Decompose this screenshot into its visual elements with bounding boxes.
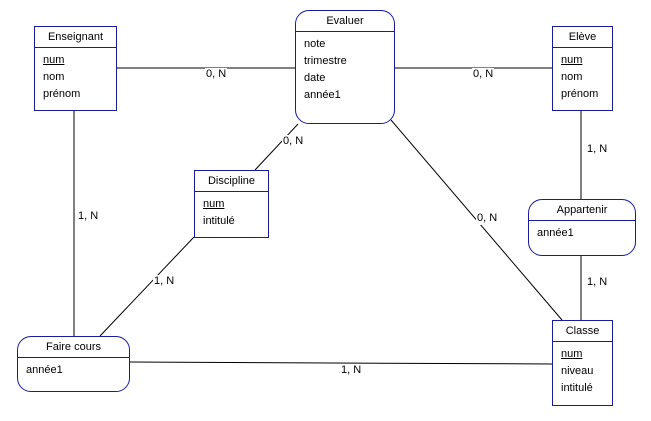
association-title: Appartenir [529,200,635,221]
association-title: Faire cours [18,337,129,358]
association-faire-cours[interactable]: Faire cours année1 [17,336,130,392]
association-title: Evaluer [296,11,394,32]
association-attribute: année1 [26,364,63,376]
cardinality-faire-cours-classe: 1, N [340,364,363,377]
entity-attribute-key: num [203,198,225,210]
entity-attribute-key: num [561,54,583,66]
association-attribute: année1 [304,89,341,101]
entity-attribute-key: num [561,348,583,360]
entity-eleve[interactable]: Elève num nom prénom [552,26,613,111]
entity-attribute-key: num [43,54,65,66]
cardinality-discipline-faire-cours: 1, N [153,275,176,288]
cardinality-enseignant-evaluer: 0, N [205,68,228,81]
entity-title: Classe [553,321,612,342]
entity-classe[interactable]: Classe num niveau intitulé [552,320,613,406]
association-attribute: trimestre [304,55,347,67]
entity-title: Enseignant [35,27,116,48]
cardinality-evaluer-discipline: 0, N [282,135,305,148]
entity-discipline[interactable]: Discipline num intitulé [194,170,269,238]
entity-attribute: intitulé [203,215,235,227]
entity-attribute: nom [43,71,65,83]
entity-attribute: prénom [43,88,81,100]
link-discipline-faire-cours [99,236,195,337]
link-evaluer-discipline [254,123,299,171]
association-attribute: date [304,72,326,84]
entity-attribute: niveau [561,365,594,377]
cardinality-evaluer-classe: 0, N [476,212,499,225]
entity-enseignant[interactable]: Enseignant num nom prénom [34,26,117,111]
cardinality-eleve-appartenir: 1, N [586,143,609,156]
association-attribute: note [304,38,326,50]
cardinality-evaluer-eleve: 0, N [472,68,495,81]
association-appartenir[interactable]: Appartenir année1 [528,199,636,256]
cardinality-appartenir-classe: 1, N [586,276,609,289]
cardinality-enseignant-faire-cours: 1, N [77,210,100,223]
association-evaluer[interactable]: Evaluer note trimestre date année1 [295,10,395,124]
association-attribute: année1 [537,227,574,239]
entity-attribute: prénom [561,88,599,100]
entity-attribute: nom [561,71,583,83]
link-faire-cours-classe [128,361,553,365]
entity-attribute: intitulé [561,382,593,394]
entity-title: Discipline [195,171,268,192]
entity-title: Elève [553,27,612,48]
